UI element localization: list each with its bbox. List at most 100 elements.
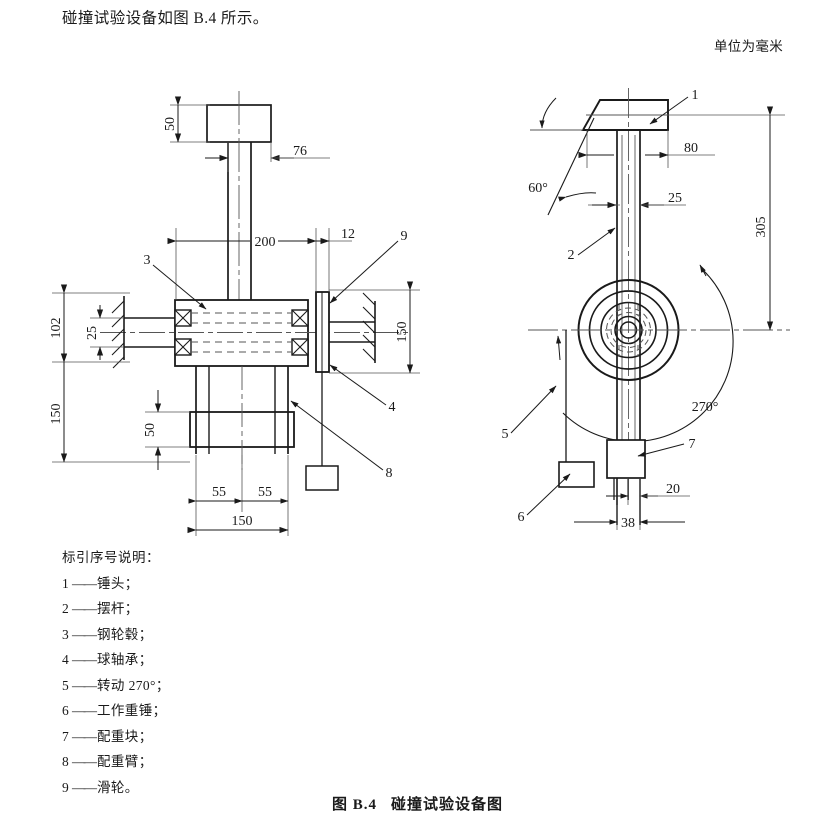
- legend-label-5: 转动 270°；: [97, 677, 170, 693]
- dim-80: [578, 130, 715, 168]
- dim-150-left: [52, 353, 190, 463]
- hidden-shaft-lines: [191, 312, 292, 353]
- dim-text-80: 80: [684, 141, 698, 156]
- legend-number-2: 2: [62, 601, 70, 616]
- leader-7: [637, 443, 685, 457]
- legend-dash-6: ——: [72, 703, 97, 718]
- legend-number-1: 1: [62, 575, 70, 591]
- callout-text-6: 6: [518, 510, 525, 525]
- dim-text-55-a: 55: [212, 485, 226, 500]
- ball-bearing-top-right: [291, 309, 309, 327]
- left-view-group: [52, 91, 420, 536]
- hub-hidden-circle-a: [610, 312, 647, 348]
- callout-text-4: 4: [389, 400, 396, 415]
- leader-5: [510, 385, 557, 434]
- dim-38: [574, 505, 685, 530]
- dim-text-102: 102: [49, 318, 64, 339]
- angle-text-270: 270°: [692, 400, 719, 415]
- legend-item-9: 9——滑轮。: [62, 775, 170, 801]
- callout-text-9: 9: [401, 229, 408, 244]
- legend-dash-2: ——: [72, 601, 97, 616]
- dim-text-25-right: 25: [668, 191, 682, 206]
- legend-dash-8: ——: [72, 754, 97, 769]
- right-wall-hatching: [362, 292, 376, 362]
- caption-label: 图 B.4: [331, 797, 377, 813]
- legend-item-5: 5——转动 270°；: [62, 673, 170, 699]
- angle-60-arc-top: [539, 97, 557, 129]
- dim-text-50-top: 50: [163, 117, 178, 131]
- dim-150-bottom: [187, 512, 289, 536]
- legend-label-1: 锤头；: [97, 575, 139, 591]
- counterweight-block-right-view: [606, 439, 646, 479]
- left-wall-hatching: [111, 300, 125, 369]
- legend-item-6: 6——工作重锤；: [62, 698, 170, 724]
- dim-text-150-right: 150: [395, 322, 410, 343]
- ball-bearing-top-left: [174, 309, 192, 327]
- dim-text-305: 305: [754, 217, 769, 238]
- dim-text-150-bottom: 150: [232, 514, 253, 529]
- leader-1: [649, 96, 689, 125]
- working-weight-box: [305, 465, 339, 491]
- legend-dash-9: ——: [72, 779, 97, 795]
- legend-item-3: 3——钢轮毂；: [62, 622, 170, 648]
- figure-caption: 图 B.4 碰撞试验设备图: [0, 793, 835, 814]
- legend-label-4: 球轴承；: [97, 652, 153, 667]
- callout-text-3: 3: [144, 253, 151, 268]
- dim-20: [606, 478, 690, 505]
- callout-text-8: 8: [386, 466, 393, 481]
- dim-50-top: [170, 96, 210, 143]
- legend-label-6: 工作重锤；: [97, 703, 167, 718]
- legend-number-5: 5: [62, 677, 70, 693]
- steel-hub-body: [174, 299, 309, 367]
- ball-bearing-bottom-left: [174, 338, 192, 356]
- leader-4: [329, 364, 387, 406]
- legend-label-9: 滑轮。: [97, 779, 139, 795]
- callout-text-5: 5: [502, 427, 509, 442]
- legend-label-7: 配重块；: [97, 728, 153, 744]
- callout-text-1: 1: [692, 88, 699, 103]
- legend-item-1: 1——锤头；: [62, 571, 170, 597]
- dim-text-200: 200: [255, 235, 276, 250]
- dim-text-76: 76: [293, 144, 307, 159]
- ball-bearing-bottom-right: [291, 338, 309, 356]
- arc-270: [562, 269, 734, 443]
- dim-text-25: 25: [85, 326, 100, 340]
- dim-text-38: 38: [621, 516, 635, 531]
- dim-text-50-low: 50: [143, 423, 158, 437]
- legend-dash-4: ——: [72, 652, 97, 667]
- legend-number-8: 8: [62, 754, 70, 769]
- leader-2: [577, 227, 616, 256]
- dim-50-low: [145, 390, 190, 470]
- dim-text-20: 20: [666, 482, 680, 497]
- legend-dash-1: ——: [72, 575, 97, 591]
- working-weight-box-right: [558, 461, 595, 488]
- arc-270-end-arrow: [556, 335, 562, 361]
- legend-block: 标引序号说明： 1——锤头； 2——摆杆； 3——钢轮毂； 4——球轴承； 5—…: [62, 545, 170, 800]
- angle-60-line: [547, 117, 595, 216]
- leader-9: [329, 240, 399, 304]
- angle-60-arc-bottom: [558, 192, 597, 202]
- dim-12: [316, 228, 352, 292]
- callout-text-7: 7: [689, 437, 696, 452]
- legend-item-7: 7——配重块；: [62, 724, 170, 750]
- legend-item-2: 2——摆杆；: [62, 596, 170, 622]
- leader-8: [290, 400, 384, 471]
- legend-number-9: 9: [62, 779, 70, 795]
- legend-item-8: 8——配重臂；: [62, 749, 170, 775]
- dim-25: [90, 305, 124, 360]
- legend-label-3: 钢轮毂；: [97, 626, 153, 642]
- dim-text-150-left: 150: [49, 404, 64, 425]
- right-view-group: [510, 88, 790, 530]
- legend-dash-3: ——: [72, 626, 97, 642]
- leader-6: [526, 473, 571, 516]
- legend-label-8: 配重臂；: [97, 754, 153, 769]
- dim-55-pair: [188, 455, 289, 512]
- legend-number-3: 3: [62, 626, 70, 642]
- dim-text-55-b: 55: [258, 485, 272, 500]
- leader-3: [152, 264, 207, 310]
- caption-title: 碰撞试验设备图: [391, 797, 504, 813]
- hub-bore-keymarks: [618, 305, 639, 357]
- legend-dash-5: ——: [72, 677, 97, 693]
- dim-200: [167, 228, 317, 300]
